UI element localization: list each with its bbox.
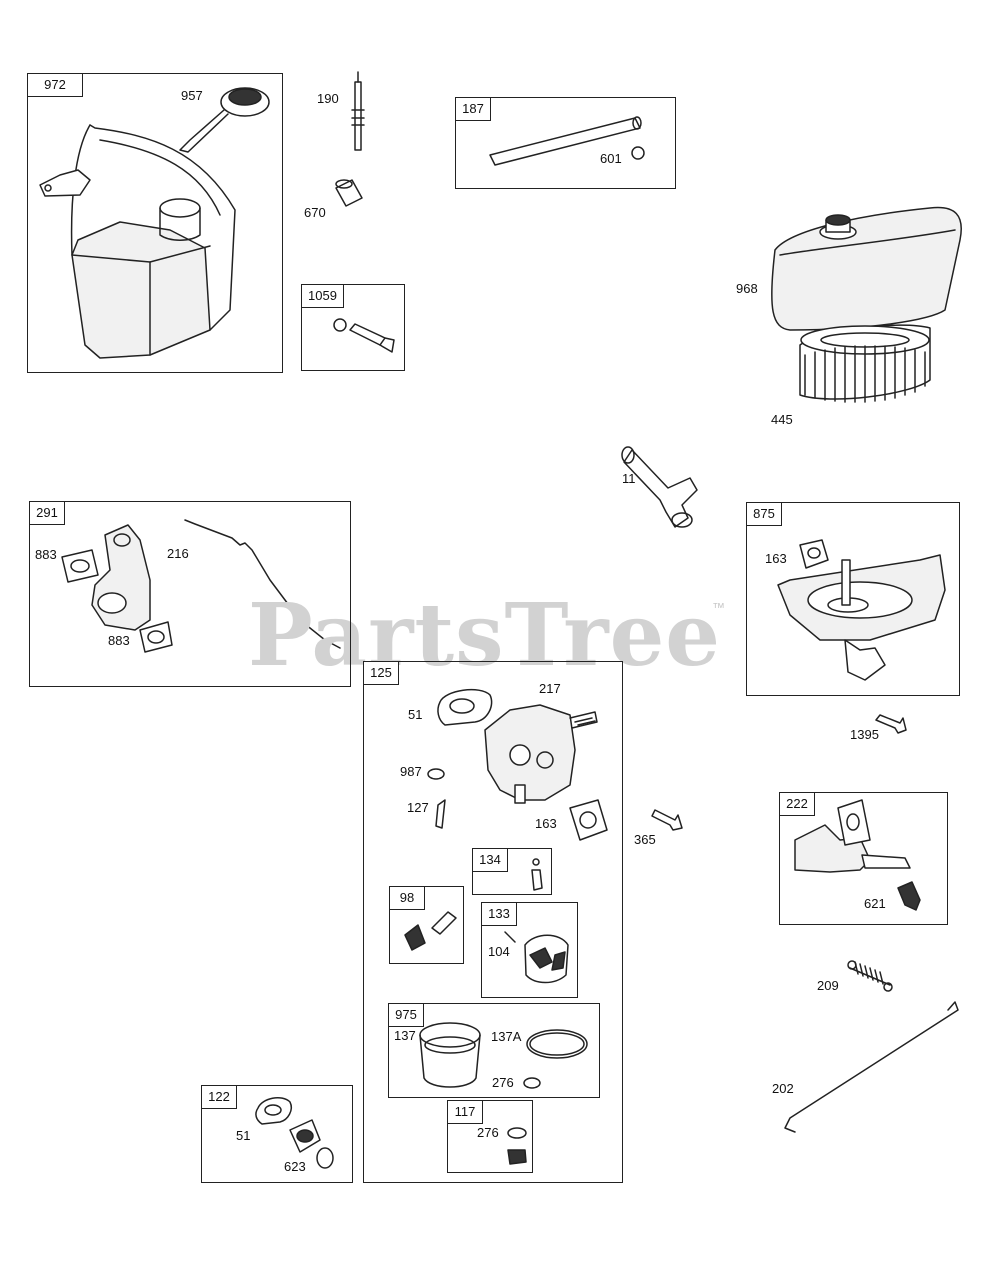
part-label-202[interactable]: 202 [772, 1081, 794, 1096]
assembly-box-975[interactable]: 975 [388, 1003, 600, 1098]
gasket-122-illustration [255, 1096, 292, 1125]
assembly-number: 975 [389, 1004, 424, 1027]
assembly-number: 972 [28, 74, 83, 97]
assembly-box-122[interactable]: 122 [201, 1085, 353, 1183]
insulator-illustration [289, 1119, 321, 1153]
part-label-623[interactable]: 623 [284, 1159, 306, 1174]
part-label-51-insulator[interactable]: 51 [236, 1128, 251, 1143]
gasket-small-illustration [435, 799, 446, 829]
part-label-51-carb[interactable]: 51 [408, 707, 423, 722]
part-label-11[interactable]: 11 [622, 471, 636, 486]
assembly-box-222[interactable]: 222 [779, 792, 948, 925]
assembly-number: 98 [390, 887, 425, 910]
part-label-445[interactable]: 445 [771, 412, 793, 427]
part-label-137[interactable]: 137 [394, 1028, 416, 1043]
part-label-883-bottom[interactable]: 883 [108, 633, 130, 648]
washer-illustration [523, 1077, 541, 1089]
screw-illustration [333, 318, 395, 353]
spring-209-illustration [847, 960, 893, 992]
assembly-box-133[interactable]: 133 [481, 902, 578, 998]
drain-screw-illustration [507, 1149, 527, 1165]
breather-hose-illustration [621, 446, 698, 528]
needle-illustration [531, 858, 543, 891]
part-label-163-air-base[interactable]: 163 [765, 551, 787, 566]
part-label-621[interactable]: 621 [864, 896, 886, 911]
o-ring-122-illustration [316, 1147, 334, 1169]
float-illustration [524, 934, 569, 984]
float-pin-illustration [504, 931, 516, 943]
assembly-number: 117 [448, 1101, 483, 1124]
fuel-tank-illustration [39, 124, 236, 359]
float-bowl-illustration [419, 1022, 481, 1088]
assembly-box-187[interactable]: 187 [455, 97, 676, 189]
part-label-137A[interactable]: 137A [491, 1029, 522, 1044]
part-label-104[interactable]: 104 [488, 944, 510, 959]
assembly-box-125[interactable]: 125 [363, 661, 623, 1183]
part-label-127[interactable]: 127 [407, 800, 429, 815]
flange-gasket-illustration [569, 799, 608, 841]
assembly-number: 222 [780, 793, 815, 816]
air-filter-illustration [799, 324, 931, 403]
stud-illustration [351, 71, 365, 151]
part-label-601[interactable]: 601 [600, 151, 622, 166]
part-label-670[interactable]: 670 [304, 205, 326, 220]
control-bracket-illustration [794, 799, 921, 911]
part-label-216[interactable]: 216 [167, 546, 189, 561]
part-label-209[interactable]: 209 [817, 978, 839, 993]
part-label-276-bowl[interactable]: 276 [492, 1075, 514, 1090]
part-label-968[interactable]: 968 [736, 281, 758, 296]
assembly-number: 133 [482, 903, 517, 926]
bowl-gasket-illustration [526, 1029, 588, 1059]
fuel-line-illustration [489, 116, 645, 166]
assembly-number: 1059 [302, 285, 344, 308]
assembly-number: 291 [30, 502, 65, 525]
trademark-symbol: ™ [712, 600, 725, 615]
assembly-number: 134 [473, 849, 508, 872]
gasket-illustration [61, 549, 173, 653]
part-label-163-carb[interactable]: 163 [535, 816, 557, 831]
watermark: PartsTree [248, 585, 722, 686]
assembly-number: 122 [202, 1086, 237, 1109]
part-label-190[interactable]: 190 [317, 91, 339, 106]
governor-link-illustration [184, 519, 341, 649]
carburetor-illustration [484, 704, 598, 804]
assembly-box-875[interactable]: 875 [746, 502, 960, 696]
washer-117-illustration [507, 1127, 527, 1139]
assembly-number: 125 [364, 662, 399, 685]
assembly-box-291[interactable]: 291 [29, 501, 351, 687]
part-label-883-top[interactable]: 883 [35, 547, 57, 562]
air-cleaner-base-illustration [777, 539, 946, 681]
assembly-box-117[interactable]: 117 [447, 1100, 533, 1173]
assembly-number: 875 [747, 503, 782, 526]
part-label-987[interactable]: 987 [400, 764, 422, 779]
air-cleaner-cover-illustration [771, 206, 962, 331]
intake-elbow-illustration [91, 524, 151, 631]
assembly-box-972[interactable]: 972 [27, 73, 283, 373]
assembly-box-98[interactable]: 98 [389, 886, 464, 964]
part-label-957[interactable]: 957 [181, 88, 203, 103]
spacer-illustration [335, 179, 363, 207]
bolt-illustration [875, 714, 907, 734]
assembly-box-1059[interactable]: 1059 [301, 284, 405, 371]
bolt-365-illustration [651, 809, 683, 831]
carburetor-gasket-illustration [437, 688, 493, 726]
fuel-cap-illustration [179, 87, 270, 153]
part-label-276-drain[interactable]: 276 [477, 1125, 499, 1140]
assembly-number: 187 [456, 98, 491, 121]
adjusting-screw-illustration [404, 911, 457, 951]
governor-rod-illustration [784, 1001, 959, 1133]
part-label-365[interactable]: 365 [634, 832, 656, 847]
part-label-1395[interactable]: 1395 [850, 727, 879, 742]
part-label-217[interactable]: 217 [539, 681, 561, 696]
o-ring-illustration [427, 768, 445, 780]
assembly-box-134[interactable]: 134 [472, 848, 552, 895]
